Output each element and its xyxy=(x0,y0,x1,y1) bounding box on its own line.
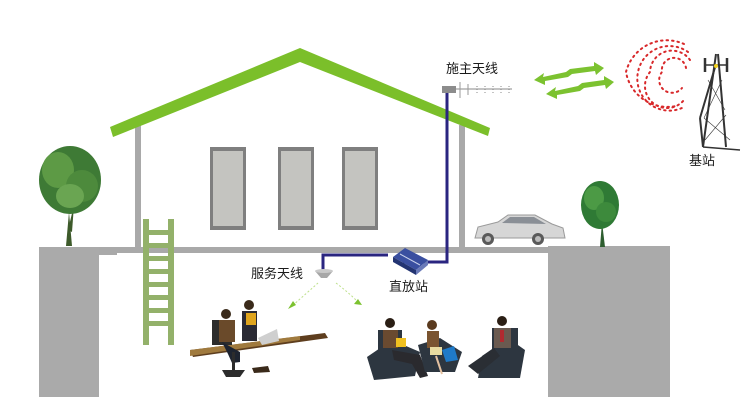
lounge-group xyxy=(367,316,525,380)
indoor-signal-arrows xyxy=(288,282,362,309)
house-wall-left xyxy=(135,125,141,248)
radio-waves-icon xyxy=(624,39,691,112)
base-station-tower-icon xyxy=(699,53,741,151)
house-roof xyxy=(110,48,490,137)
ground-block-right xyxy=(548,246,670,397)
ladder xyxy=(143,219,174,345)
tree-right xyxy=(581,181,619,247)
service-antenna-icon xyxy=(315,269,333,278)
repeater-label: 直放站 xyxy=(389,280,429,295)
donor-antenna-label: 施主天线 xyxy=(446,62,499,77)
repeater-icon xyxy=(393,248,428,275)
car xyxy=(474,214,566,245)
base-station-label: 基站 xyxy=(689,154,716,169)
ground-block-left xyxy=(39,247,99,397)
donor-antenna-icon xyxy=(442,82,512,98)
office-desk-group xyxy=(190,300,328,377)
service-antenna-label: 服务天线 xyxy=(251,267,304,282)
tree-left xyxy=(39,146,101,246)
feeder-cable-service xyxy=(321,253,388,270)
outdoor-signal-arrows xyxy=(534,62,614,99)
ground-line xyxy=(99,247,549,253)
windows xyxy=(210,147,378,230)
house-wall-right xyxy=(459,125,465,248)
basement-ceiling xyxy=(99,251,117,255)
